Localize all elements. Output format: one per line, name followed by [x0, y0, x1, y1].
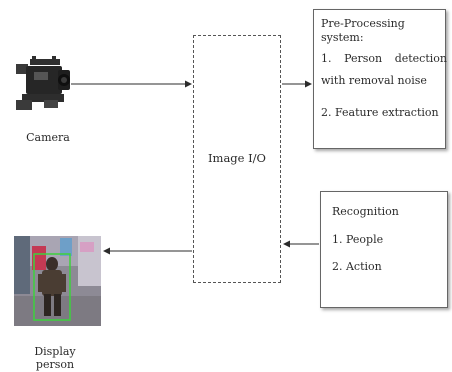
camera-label: Camera — [26, 131, 70, 144]
video-camera-icon — [16, 56, 70, 110]
preprocessing-title: Pre-Processing system: — [321, 17, 405, 44]
preprocessing-item-2: 2. Feature extraction — [321, 106, 439, 119]
display-person-label: Display person — [34, 345, 76, 371]
recognition-item-1: 1. People — [332, 233, 384, 246]
image-io-box — [193, 35, 281, 283]
preprocessing-item-1: 1. Person detection with removal noise — [321, 52, 447, 87]
recognition-title: Recognition — [332, 205, 399, 218]
recognition-item-2: 2. Action — [332, 260, 382, 273]
image-io-label: Image I/O — [208, 151, 266, 165]
person-detection-image — [14, 236, 101, 326]
recognition-box — [320, 191, 448, 308]
preprocessing-box — [313, 9, 446, 149]
